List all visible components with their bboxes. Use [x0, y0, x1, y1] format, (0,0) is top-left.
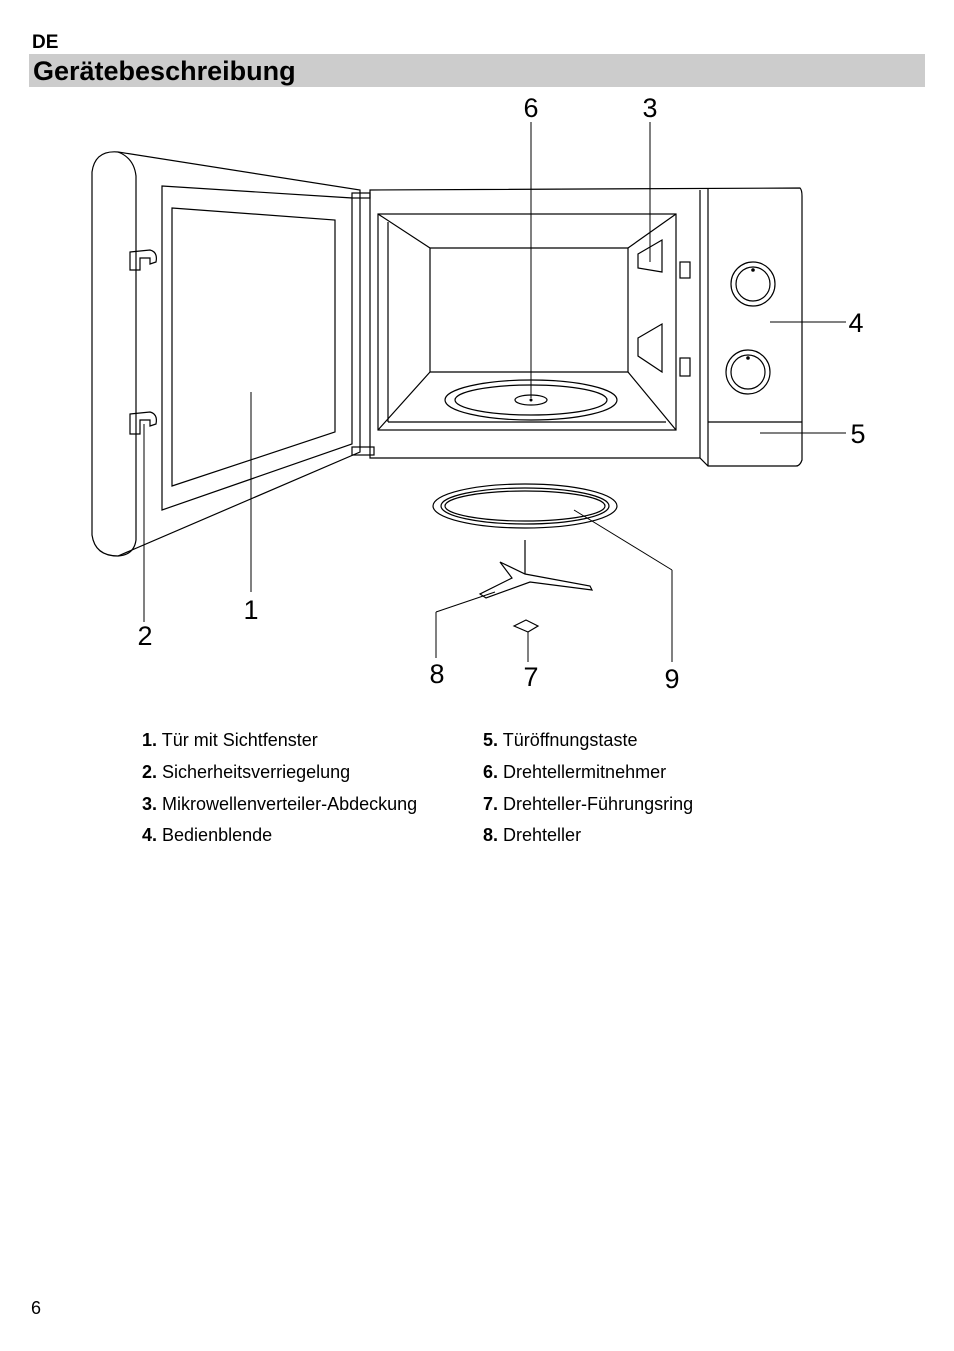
- callout-3: 3: [642, 93, 657, 123]
- legend-left-item-1: 1. Tür mit Sichtfenster: [142, 730, 318, 750]
- leader-lines: [143, 122, 846, 662]
- callout-5: 5: [850, 419, 865, 449]
- legend-right-item-5: 5. Türöffnungstaste: [483, 730, 638, 750]
- section-title-bar: Gerätebeschreibung: [29, 54, 925, 87]
- legend-right-item-7: 7. Drehteller-Führungsring: [483, 794, 694, 814]
- callout-4: 4: [848, 308, 863, 338]
- callout-7: 7: [523, 662, 538, 692]
- callout-8: 8: [429, 659, 444, 689]
- turntable-parts-drawing: [432, 483, 618, 633]
- microwave-diagram: 6 3 4 5 1 2 8 7 9: [91, 93, 866, 694]
- callout-1: 1: [243, 595, 258, 625]
- callout-9: 9: [664, 664, 679, 694]
- language-code: DE: [32, 32, 59, 53]
- page-title: Gerätebeschreibung: [33, 56, 296, 86]
- legend-left-item-4: 4. Bedienblende: [142, 825, 273, 845]
- legend-left-item-3: 3. Mikrowellenverteiler-Abdeckung: [142, 794, 418, 814]
- legend-right-item-6: 6. Drehtellermitnehmer: [483, 762, 667, 782]
- legend-right-item-8: 8. Drehteller: [483, 825, 582, 845]
- page-number: 6: [31, 1298, 42, 1318]
- callout-6: 6: [523, 93, 538, 123]
- door-drawing: [91, 151, 375, 557]
- legend-left-item-2: 2. Sicherheitsverriegelung: [142, 762, 351, 782]
- oven-body-drawing: [369, 187, 803, 467]
- callout-2: 2: [137, 621, 152, 651]
